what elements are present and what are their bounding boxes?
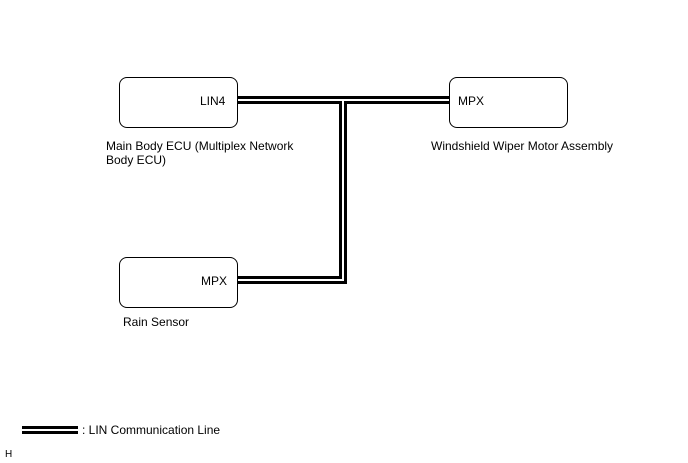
wiper-motor-box bbox=[449, 77, 568, 128]
rain-sensor-name: Rain Sensor bbox=[123, 315, 190, 329]
main-ecu-name: Main Body ECU (Multiplex Network Body EC… bbox=[106, 139, 294, 167]
wiper-motor-name: Windshield Wiper Motor Assembly bbox=[431, 139, 614, 153]
lin-bus-drop bbox=[237, 100, 347, 284]
main-body-ecu-box bbox=[119, 77, 238, 128]
rain-sensor-box bbox=[119, 257, 238, 308]
legend-text: : LIN Communication Line bbox=[82, 423, 221, 437]
main-ecu-port-label: LIN4 bbox=[200, 94, 226, 108]
figure-code: H bbox=[5, 449, 13, 460]
wiper-motor-port-label: MPX bbox=[458, 94, 485, 108]
rain-sensor-port-label: MPX bbox=[201, 274, 228, 288]
